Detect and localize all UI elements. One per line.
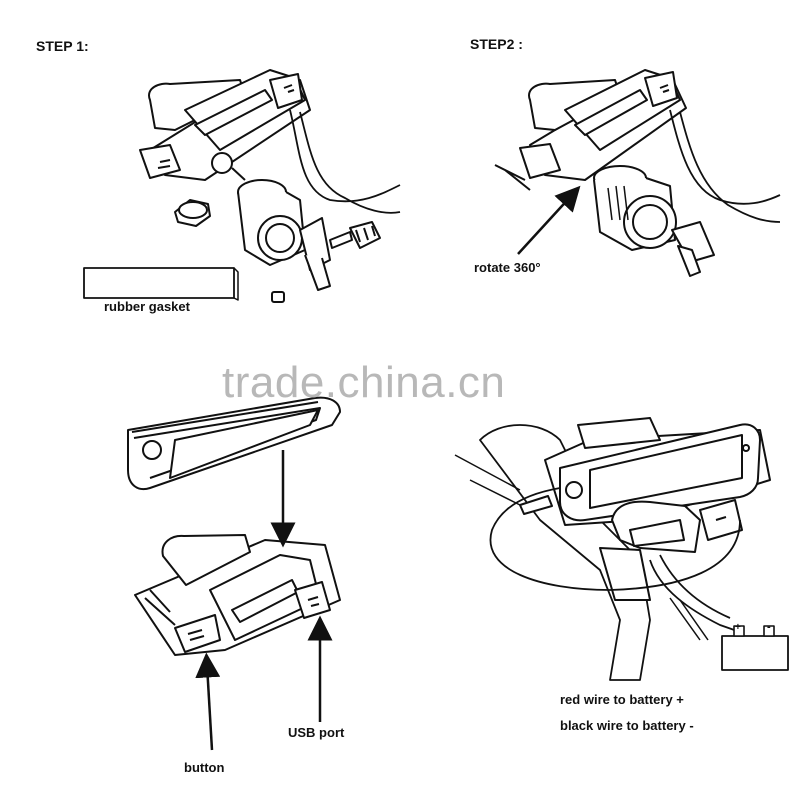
rotate-label: rotate 360° [474, 260, 541, 275]
watermark-text: trade.china.cn [222, 358, 506, 407]
battery-minus-sign: - [767, 621, 771, 633]
button-label: button [184, 760, 225, 775]
phone-insert-illustration [127, 396, 341, 656]
usb-port-label: USB port [288, 725, 345, 740]
step1-holder-illustration [83, 69, 401, 303]
step1-title: STEP 1: [36, 38, 89, 54]
mounted-phone-illustration [454, 417, 789, 681]
black-wire-label: black wire to battery - [560, 718, 694, 733]
red-wire-label: red wire to battery + [560, 692, 684, 707]
step2-holder-illustration [494, 69, 781, 277]
rotate-arrow [517, 185, 581, 255]
rubber-gasket-label: rubber gasket [104, 299, 190, 314]
battery-plus-sign: + [735, 622, 741, 633]
button-arrow [195, 652, 221, 751]
step2-title: STEP2 : [470, 36, 523, 52]
